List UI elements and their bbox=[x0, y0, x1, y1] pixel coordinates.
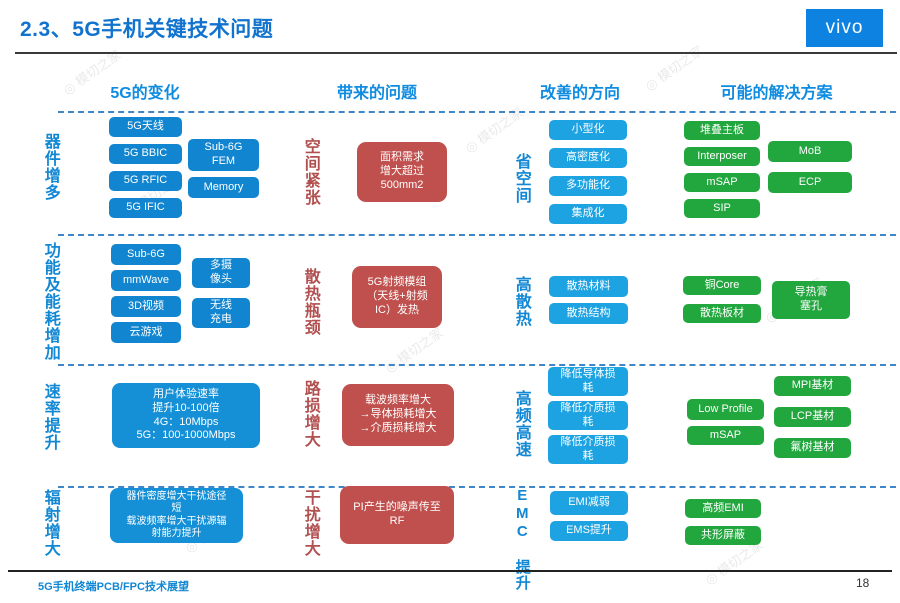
solution-stack: 堆叠主板 Interposer mSAP SIP bbox=[684, 121, 760, 218]
problem-label: 干扰增大 bbox=[301, 489, 319, 557]
solution-box: 导热膏 塞孔 bbox=[772, 281, 850, 319]
solution-box: 堆叠主板 bbox=[684, 121, 760, 140]
column-header-problems: 带来的问题 bbox=[336, 85, 417, 102]
direction-label: 高散热 bbox=[512, 276, 530, 327]
change-box: 无线 充电 bbox=[192, 298, 250, 328]
changes-stack: 5G天线 5G BBIC 5G RFIC 5G IFIC bbox=[109, 117, 182, 218]
direction-box: 降低介质损 耗 bbox=[548, 435, 628, 464]
solution-box: ECP bbox=[768, 172, 852, 193]
solution-box: Interposer bbox=[684, 147, 760, 166]
solution-box: mSAP bbox=[684, 173, 760, 192]
change-box: 5G天线 bbox=[109, 117, 182, 137]
footer-divider bbox=[8, 570, 892, 572]
row-separator bbox=[58, 234, 896, 236]
change-box: mmWave bbox=[111, 270, 181, 291]
footer-title: 5G手机终端PCB/FPC技术展望 bbox=[38, 581, 189, 593]
row-separator bbox=[58, 486, 896, 488]
change-box: Sub-6G FEM bbox=[188, 139, 259, 171]
changes-stack: Sub-6G FEM Memory bbox=[188, 139, 259, 198]
direction-box: EMS提升 bbox=[550, 521, 628, 541]
row-label-devices: 器件增多 bbox=[41, 133, 59, 201]
direction-stack: 降低导体损 耗 降低介质损 耗 降低介质损 耗 bbox=[548, 367, 628, 464]
problem-box: PI产生的噪声传至 RF bbox=[340, 486, 454, 544]
solution-stack: Low Profile mSAP bbox=[687, 399, 764, 445]
column-header-solutions: 可能的解决方案 bbox=[720, 85, 833, 102]
title-divider bbox=[15, 52, 897, 54]
direction-box: 散热材料 bbox=[549, 276, 628, 297]
change-box: 云游戏 bbox=[111, 322, 181, 343]
change-box: Memory bbox=[188, 177, 259, 198]
solution-stack: 高频EMI 共形屏蔽 bbox=[685, 499, 761, 545]
solution-box: MPI基材 bbox=[774, 376, 851, 396]
direction-stack: 小型化 高密度化 多功能化 集成化 bbox=[549, 120, 627, 224]
direction-box: 小型化 bbox=[549, 120, 627, 140]
change-box: Sub-6G bbox=[111, 244, 181, 265]
page-number: 18 bbox=[856, 576, 870, 590]
direction-box: 降低介质损 耗 bbox=[548, 401, 628, 430]
direction-box: 多功能化 bbox=[549, 176, 627, 196]
changes-stack: 多摄 像头 无线 充电 bbox=[192, 258, 250, 328]
problem-box: 5G射频模组 （天线+射频 IC）发热 bbox=[352, 266, 442, 328]
change-box: 5G BBIC bbox=[109, 144, 182, 164]
solution-box: Low Profile bbox=[687, 399, 764, 420]
problem-label: 散热瓶颈 bbox=[301, 268, 319, 336]
solution-stack: MoB ECP bbox=[768, 141, 852, 193]
solution-box: 散热板材 bbox=[683, 304, 761, 323]
slide-title: 2.3、5G手机关键技术问题 bbox=[20, 18, 274, 41]
change-box: 5G IFIC bbox=[109, 198, 182, 218]
changes-stack: Sub-6G mmWave 3D视频 云游戏 bbox=[111, 244, 181, 343]
solution-box: 高频EMI bbox=[685, 499, 761, 518]
row-separator bbox=[58, 111, 896, 113]
direction-box: 集成化 bbox=[549, 204, 627, 224]
row-separator bbox=[58, 364, 896, 366]
problem-label: 路损增大 bbox=[301, 380, 319, 448]
direction-label: EMC 提升 bbox=[513, 487, 531, 591]
direction-stack: EMI减弱 EMS提升 bbox=[550, 491, 628, 541]
solution-box: MoB bbox=[768, 141, 852, 162]
solution-box: SIP bbox=[684, 199, 760, 218]
problem-label: 空间紧张 bbox=[301, 138, 319, 206]
vivo-logo: vivo bbox=[806, 9, 883, 47]
row-label-speed: 速率提升 bbox=[41, 383, 59, 451]
change-box: 3D视频 bbox=[111, 296, 181, 317]
direction-stack: 散热材料 散热结构 bbox=[549, 276, 628, 324]
change-box: 器件密度增大干扰途径 短 载波频率增大干扰源辐 射能力提升 bbox=[110, 488, 243, 543]
direction-box: 降低导体损 耗 bbox=[548, 367, 628, 396]
solution-box: 共形屏蔽 bbox=[685, 526, 761, 545]
solution-stack: MPI基材 LCP基材 氟树基材 bbox=[774, 376, 851, 458]
problem-box: 面积需求 增大超过 500mm2 bbox=[357, 142, 447, 202]
direction-box: 高密度化 bbox=[549, 148, 627, 168]
column-header-changes: 5G的变化 bbox=[110, 85, 180, 102]
solution-stack: 铜Core 散热板材 bbox=[683, 276, 761, 323]
direction-box: EMI减弱 bbox=[550, 491, 628, 515]
column-header-directions: 改善的方向 bbox=[539, 85, 620, 102]
watermark: ◎ 模切之家 bbox=[382, 324, 446, 376]
direction-label: 高频高速 bbox=[512, 390, 530, 458]
change-box: 用户体验速率 提升10-100倍 4G：10Mbps 5G：100-1000Mb… bbox=[112, 383, 260, 448]
row-label-radiation: 辐射增大 bbox=[41, 489, 59, 557]
solution-box: mSAP bbox=[687, 426, 764, 445]
row-label-functions: 功能及能耗增加 bbox=[41, 242, 59, 361]
change-box: 5G RFIC bbox=[109, 171, 182, 191]
change-box: 多摄 像头 bbox=[192, 258, 250, 288]
direction-box: 散热结构 bbox=[549, 303, 628, 324]
problem-box: 载波频率增大 →导体损耗增大 →介质损耗增大 bbox=[342, 384, 454, 446]
solution-box: LCP基材 bbox=[774, 407, 851, 427]
direction-label: 省空间 bbox=[512, 153, 530, 204]
solution-box: 氟树基材 bbox=[774, 438, 851, 458]
solution-box: 铜Core bbox=[683, 276, 761, 295]
